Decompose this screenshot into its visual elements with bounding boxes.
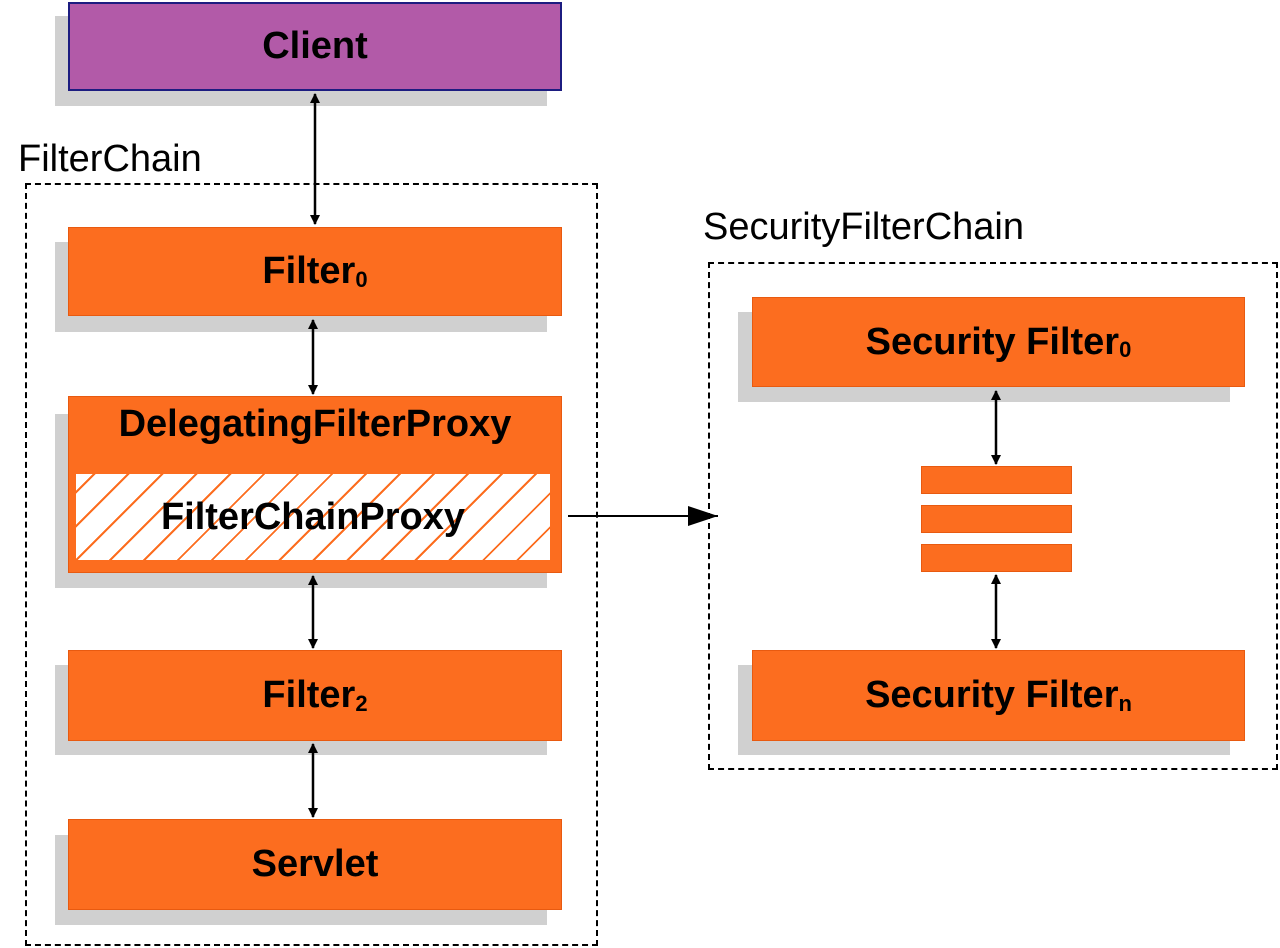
filter2-label: Filter (262, 674, 356, 716)
security-filter-chain-title: SecurityFilterChain (703, 206, 1024, 248)
security-filter-stack-bar-1 (921, 466, 1072, 494)
client-label: Client (262, 25, 368, 67)
security-filtern-label: Security Filter (865, 674, 1119, 716)
filter-chain-proxy-label: FilterChainProxy (160, 495, 466, 538)
filter-chain-title: FilterChain (18, 138, 202, 180)
filter0-subscript: 0 (355, 266, 368, 292)
servlet-label: Servlet (251, 843, 379, 885)
security-filter-stack-bar-2 (921, 505, 1072, 533)
delegating-label: DelegatingFilterProxy (118, 403, 512, 445)
filter-chain-proxy-node: FilterChainProxy (74, 472, 552, 562)
client-node: Client (68, 2, 562, 91)
security-filtern-subscript: n (1118, 690, 1132, 716)
filter0-label: Filter (262, 250, 356, 292)
security-filter0-label: Security Filter (865, 320, 1120, 363)
servlet-node: Servlet (68, 819, 562, 910)
filter2-subscript: 2 (355, 690, 368, 716)
security-filter0-subscript: 0 (1119, 337, 1132, 362)
security-filter-stack-bar-3 (921, 544, 1072, 572)
